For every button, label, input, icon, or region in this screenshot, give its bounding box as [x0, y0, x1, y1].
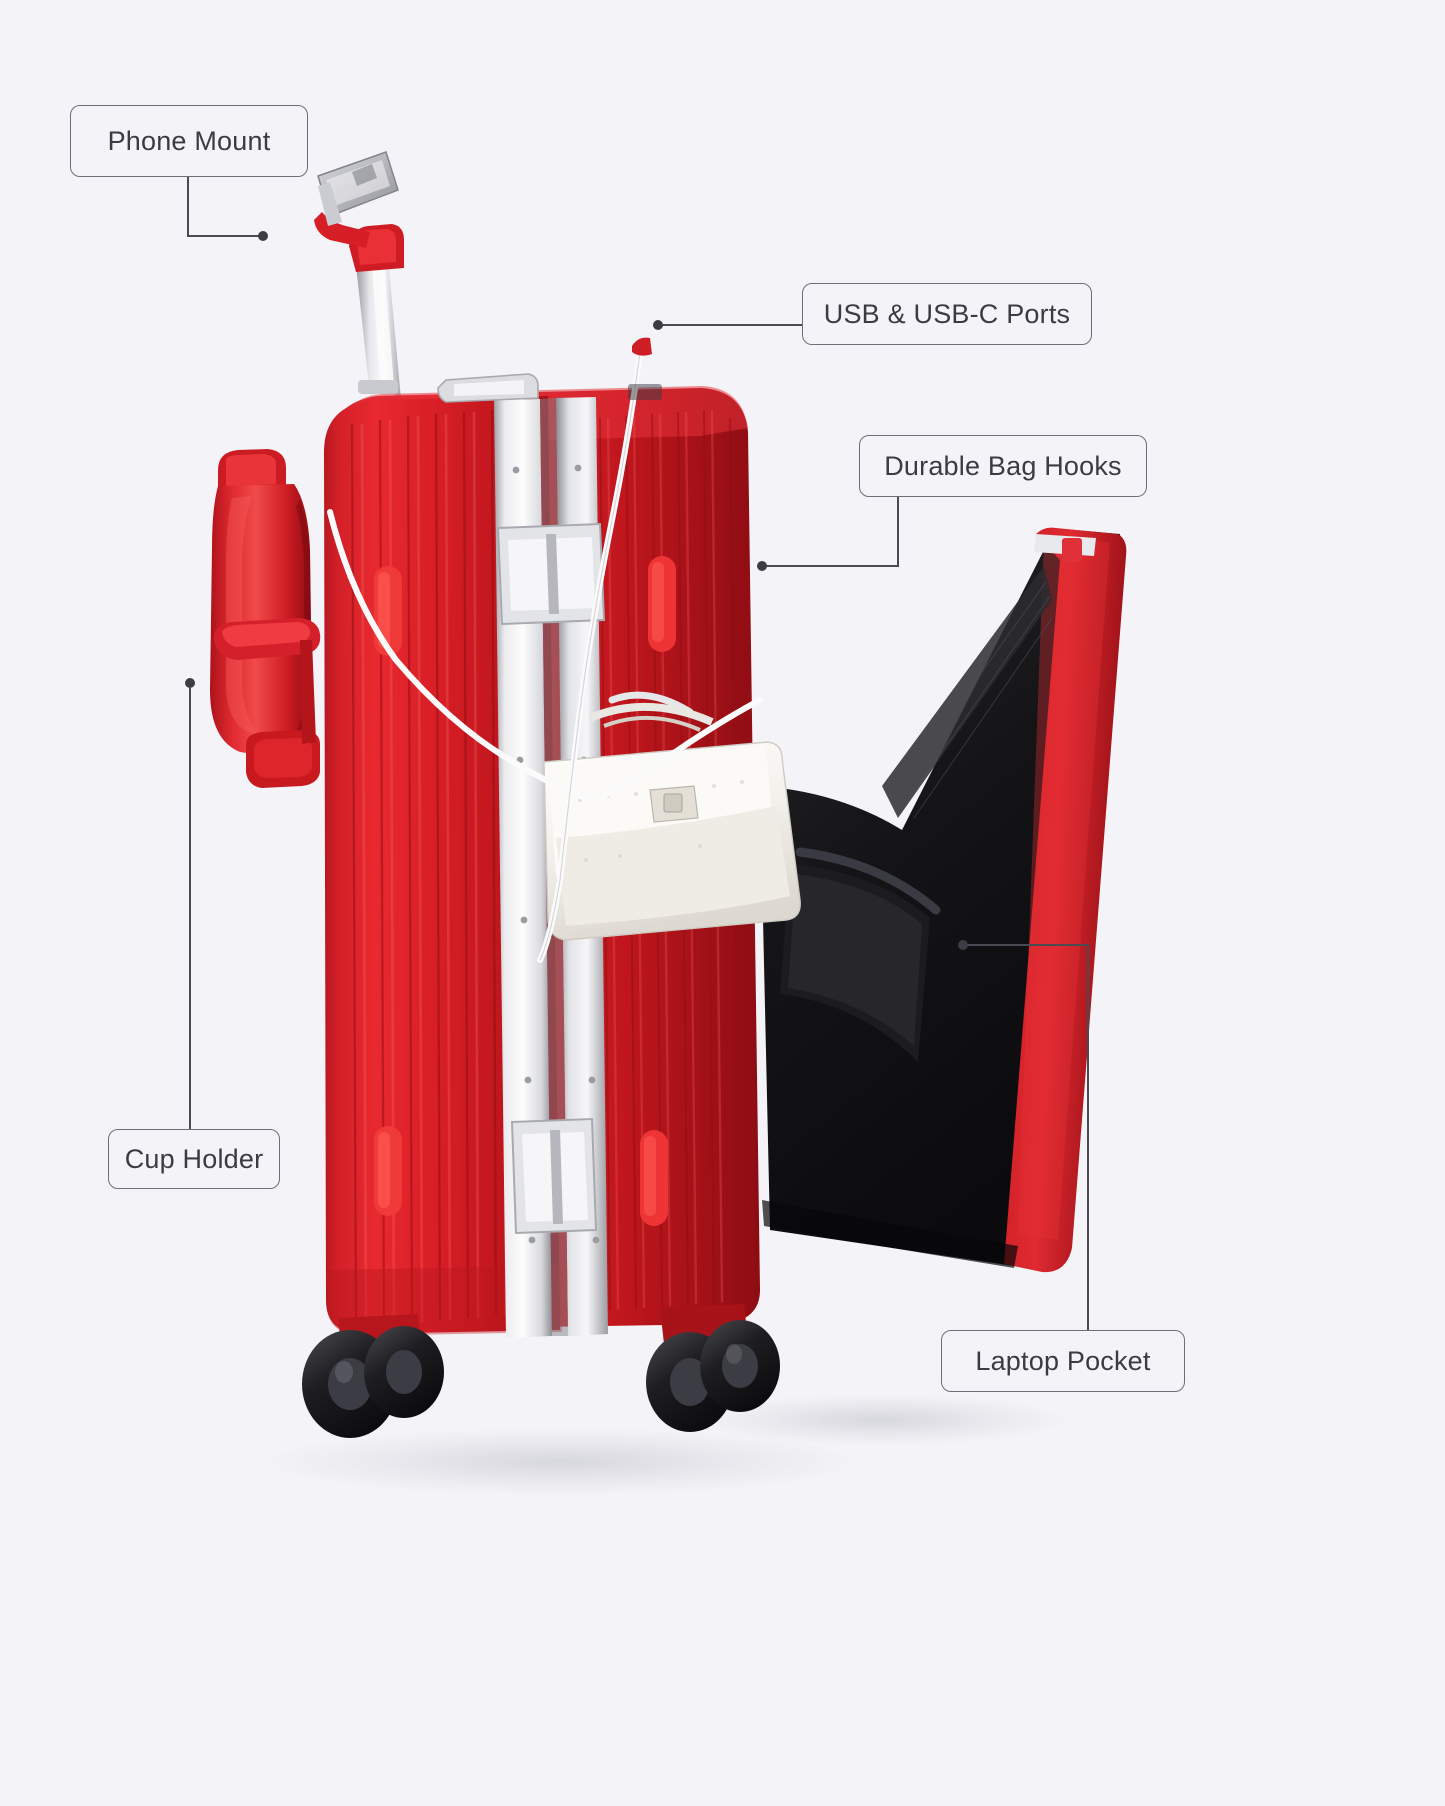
connector-dot-usb-ports — [653, 320, 663, 330]
phone-mount-clamp — [314, 151, 399, 248]
callout-label-laptop-pocket[interactable]: Laptop Pocket — [941, 1330, 1185, 1392]
charging-cable-outline — [539, 351, 641, 961]
cup-holder-bracket — [214, 618, 321, 788]
connector-dot-laptop-pocket — [958, 940, 968, 950]
callout-text-bag-hooks: Durable Bag Hooks — [884, 450, 1122, 481]
tsa-lock — [437, 373, 539, 403]
latches — [496, 522, 606, 1235]
callout-label-cup-holder[interactable]: Cup Holder — [108, 1129, 280, 1189]
callout-text-usb-ports: USB & USB-C Ports — [823, 298, 1071, 329]
callout-text-phone-mount: Phone Mount — [107, 125, 271, 156]
bag-hook — [608, 691, 694, 716]
callout-text-laptop-pocket: Laptop Pocket — [975, 1345, 1151, 1376]
connector-dot-bag-hooks — [757, 561, 767, 571]
connector-dot-phone-mount — [258, 231, 268, 241]
callout-label-phone-mount[interactable]: Phone Mount — [70, 105, 308, 177]
open-lid-laptop-compartment — [760, 527, 1127, 1273]
callout-label-bag-hooks[interactable]: Durable Bag Hooks — [859, 435, 1147, 497]
callout-text-cup-holder: Cup Holder — [124, 1143, 264, 1174]
connector-dot-cup-holder — [185, 678, 195, 688]
callout-label-usb-ports[interactable]: USB & USB-C Ports — [802, 283, 1092, 345]
usb-port-panel — [628, 337, 662, 400]
spinner-wheels — [302, 1304, 780, 1438]
